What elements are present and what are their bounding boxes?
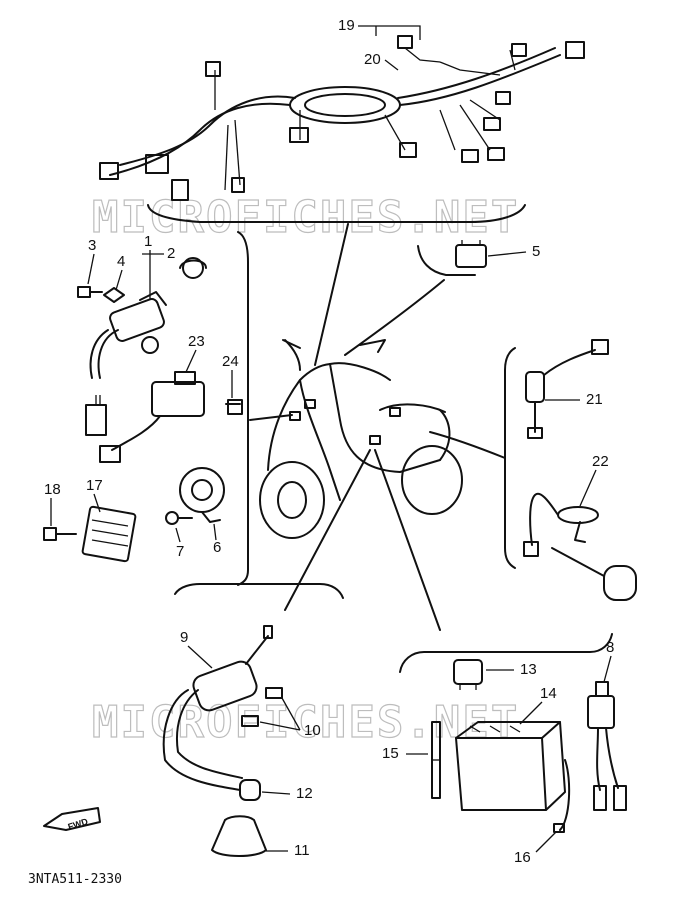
main-switch	[77, 257, 207, 379]
drawing-code: 3NTA511-2330	[28, 872, 122, 887]
callout-22: 22	[592, 453, 609, 470]
fwd-arrow-icon	[43, 807, 101, 831]
callout-19: 19	[338, 17, 355, 34]
callout-8: 8	[606, 639, 614, 656]
ignition-coil	[162, 625, 283, 857]
watermark-bottom: MICROFICHES.NET	[92, 697, 519, 748]
callout-7: 7	[176, 543, 184, 560]
callout-3: 3	[88, 237, 96, 254]
callout-11: 11	[294, 842, 310, 859]
handlebar-switch	[85, 371, 243, 463]
battery	[431, 721, 571, 833]
callout-20: 20	[364, 51, 381, 68]
callout-21: 21	[586, 391, 603, 408]
scooter-illustration	[259, 339, 463, 539]
callout-13: 13	[520, 661, 537, 678]
callout-23: 23	[188, 333, 205, 350]
horn	[165, 467, 225, 525]
callout-6: 6	[213, 539, 221, 556]
callout-24: 24	[222, 353, 239, 370]
starter-relay	[453, 659, 483, 690]
fuel-sender	[523, 492, 637, 601]
callout-14: 14	[540, 685, 557, 702]
callout-17: 17	[86, 477, 103, 494]
callout-1: 1	[144, 233, 152, 250]
callout-2: 2	[167, 245, 175, 262]
rectifier-regulator	[43, 505, 137, 563]
callout-4: 4	[117, 253, 125, 270]
callout-9: 9	[180, 629, 188, 646]
callout-10: 10	[304, 722, 321, 739]
callout-15: 15	[382, 745, 399, 762]
relay	[455, 240, 487, 268]
fwd-label: FWD	[67, 816, 90, 832]
callout-12: 12	[296, 785, 313, 802]
callout-5: 5	[532, 243, 540, 260]
callout-16: 16	[514, 849, 531, 866]
thermo-sensor	[525, 339, 609, 439]
wire-harness	[99, 35, 585, 201]
callout-18: 18	[44, 481, 61, 498]
sub-wire-harness	[587, 681, 627, 811]
watermark-top: MICROFICHES.NET	[92, 192, 519, 243]
